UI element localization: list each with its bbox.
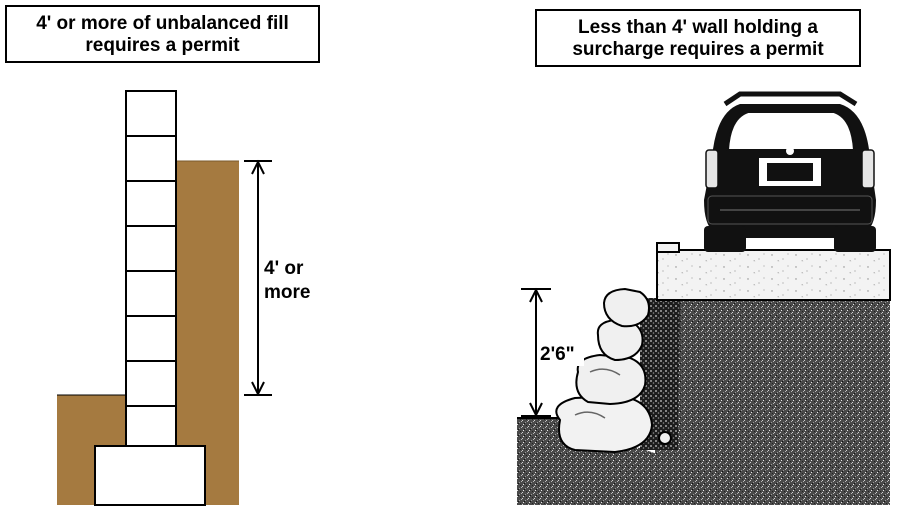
wall-block bbox=[125, 90, 177, 137]
boulder bbox=[575, 353, 647, 406]
right-caption-line-2: surcharge requires a permit bbox=[572, 39, 824, 60]
wall-block bbox=[125, 270, 177, 317]
boulder bbox=[602, 287, 650, 328]
concrete-slab bbox=[656, 249, 891, 301]
right-caption-box: Less than 4' wall holding a surcharge re… bbox=[535, 9, 861, 67]
wall-block bbox=[125, 405, 177, 447]
right-diagram: 2'6" bbox=[517, 91, 891, 505]
left-dimension-label-2: more bbox=[264, 282, 310, 303]
boulder bbox=[596, 318, 644, 362]
pebble bbox=[658, 431, 672, 445]
right-dimension bbox=[521, 287, 551, 418]
left-caption-box: 4' or more of unbalanced fill requires a… bbox=[5, 5, 320, 63]
left-caption-line-2: requires a permit bbox=[85, 35, 240, 56]
left-dimension bbox=[244, 159, 272, 397]
wall-block bbox=[125, 180, 177, 227]
left-caption-line-1: 4' or more of unbalanced fill bbox=[36, 13, 289, 34]
right-dimension-label: 2'6" bbox=[540, 344, 575, 365]
left-dimension-label-1: 4' or bbox=[264, 258, 304, 279]
tire bbox=[704, 226, 746, 252]
front-ground bbox=[517, 418, 660, 505]
boulder-wall bbox=[555, 287, 672, 454]
boulder bbox=[555, 394, 654, 454]
slab-lip bbox=[656, 242, 680, 253]
retained-fill bbox=[176, 161, 239, 395]
left-diagram: 4' or more bbox=[57, 90, 322, 506]
wall-block bbox=[125, 315, 177, 362]
car-rear-view bbox=[704, 91, 876, 252]
right-caption-line-1: Less than 4' wall holding a bbox=[578, 17, 818, 38]
wall-block bbox=[125, 135, 177, 182]
wall-block bbox=[125, 360, 177, 407]
drainage-gravel bbox=[640, 298, 680, 450]
wall-block bbox=[125, 225, 177, 272]
retained-soil bbox=[655, 300, 890, 505]
tire bbox=[834, 226, 876, 252]
block-wall bbox=[125, 90, 177, 447]
wall-footing bbox=[94, 445, 206, 506]
